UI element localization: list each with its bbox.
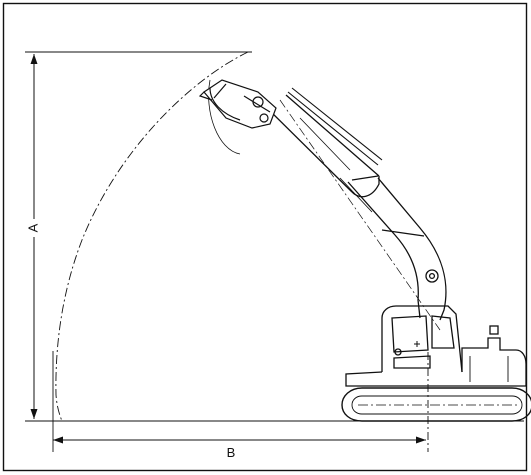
centerline-dash — [279, 99, 441, 331]
dimension-b: B — [52, 351, 429, 460]
excavator-cab — [381, 305, 463, 373]
excavator-engine-housing — [345, 325, 527, 387]
excavator-arm — [261, 94, 380, 213]
reach-envelope-arc — [55, 51, 249, 422]
dimension-a-label: A — [25, 223, 40, 232]
excavator-track — [341, 387, 531, 422]
excavator-boom — [347, 175, 447, 321]
dimension-a: A — [24, 54, 44, 419]
arm-cylinder — [287, 87, 383, 166]
dimension-b-label: B — [227, 445, 236, 460]
excavator-bucket — [198, 79, 277, 129]
